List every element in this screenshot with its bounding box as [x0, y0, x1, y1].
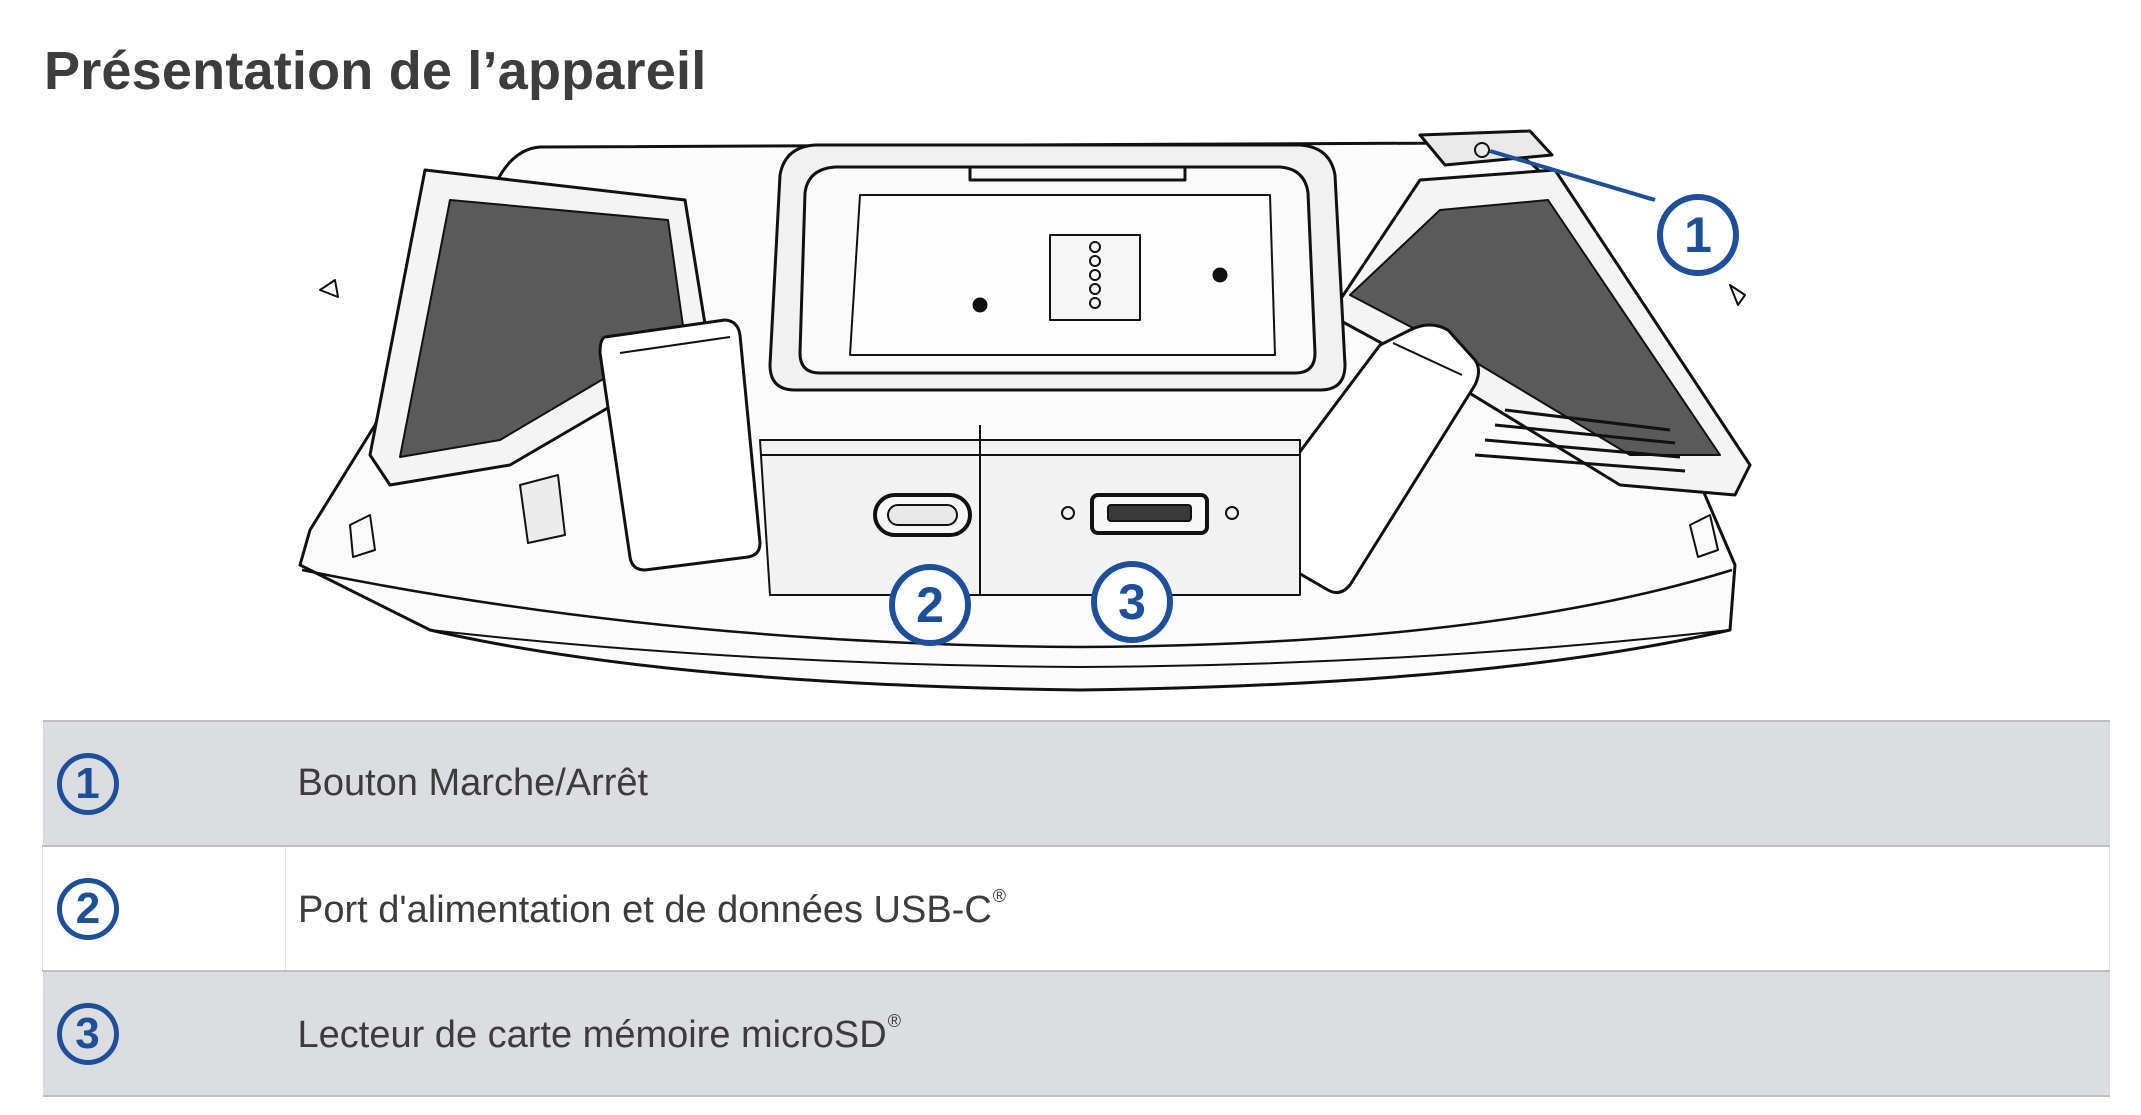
left-flap	[598, 318, 762, 572]
callout-3-label: 3	[1118, 574, 1146, 630]
callout-1: 1	[1657, 194, 1739, 276]
contact-strip	[1049, 234, 1141, 321]
device-back-illustration: 1 2 3	[290, 125, 1870, 710]
legend-row-power: 1 Bouton Marche/Arrêt	[42, 721, 2110, 846]
callout-1-label: 1	[1684, 207, 1712, 263]
callout-3: 3	[1091, 561, 1173, 643]
device-bottom-edge	[301, 568, 1733, 649]
callout-2-badge: 2	[57, 877, 119, 940]
left-latch	[519, 474, 566, 544]
legend-number-cell: 1	[42, 721, 286, 846]
port-bay	[759, 439, 1301, 596]
callout-2: 2	[889, 564, 971, 646]
callout-1-leader	[1489, 149, 1656, 202]
legend-label-cell: Lecteur de carte mémoire microSD®	[285, 971, 2110, 1096]
registered-mark: ®	[992, 885, 1007, 906]
microsd-slot-label: Lecteur de carte mémoire microSD	[297, 1013, 887, 1056]
legend-row-usb: 2 Port d'alimentation et de données USB-…	[42, 846, 2110, 971]
callout-3-badge: 3	[56, 1002, 119, 1065]
registered-mark: ®	[887, 1010, 901, 1031]
legend-label-cell: Bouton Marche/Arrêt	[285, 721, 2110, 846]
legend-number-cell: 2	[42, 846, 286, 971]
usb-port-label: Port d'alimentation et de données USB-C	[298, 888, 992, 931]
legend-label-cell: Port d'alimentation et de données USB-C®	[285, 846, 2110, 971]
legend-table: 1 Bouton Marche/Arrêt 2 Port d'alimentat…	[42, 720, 2110, 1097]
callout-2-label: 2	[916, 577, 944, 633]
legend-row-microsd: 3 Lecteur de carte mémoire microSD®	[42, 971, 2110, 1096]
device-drawing: 1 2 3	[298, 129, 1752, 692]
power-button-housing	[1418, 129, 1554, 167]
callout-1-badge: 1	[56, 752, 119, 815]
page-title: Présentation de l’appareil	[44, 41, 707, 101]
legend-number-cell: 3	[42, 971, 286, 1096]
power-key-label: Bouton Marche/Arrêt	[297, 762, 649, 804]
